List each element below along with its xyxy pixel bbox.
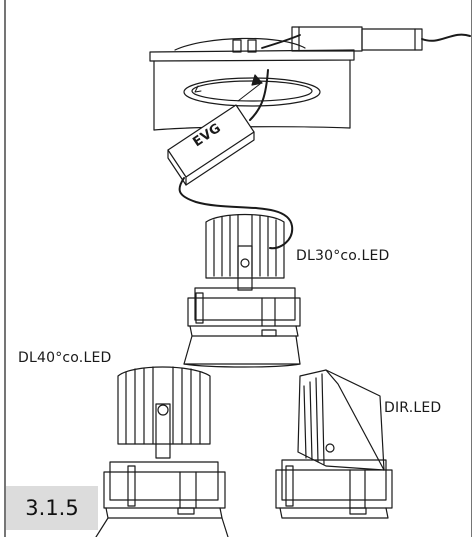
ceiling-panel	[149, 34, 355, 131]
section-number-badge: 3.1.5	[6, 486, 98, 530]
driver-boxes	[291, 26, 471, 52]
dl40-label: DL40°co.LED	[18, 350, 112, 366]
evg-driver	[167, 69, 294, 250]
dir-label: DIR.LED	[384, 400, 442, 416]
dl30-label: DL30°co.LED	[296, 248, 390, 264]
dir-luminaire	[275, 369, 393, 519]
dl30-luminaire	[183, 213, 301, 368]
dl40-luminaire	[95, 366, 229, 537]
